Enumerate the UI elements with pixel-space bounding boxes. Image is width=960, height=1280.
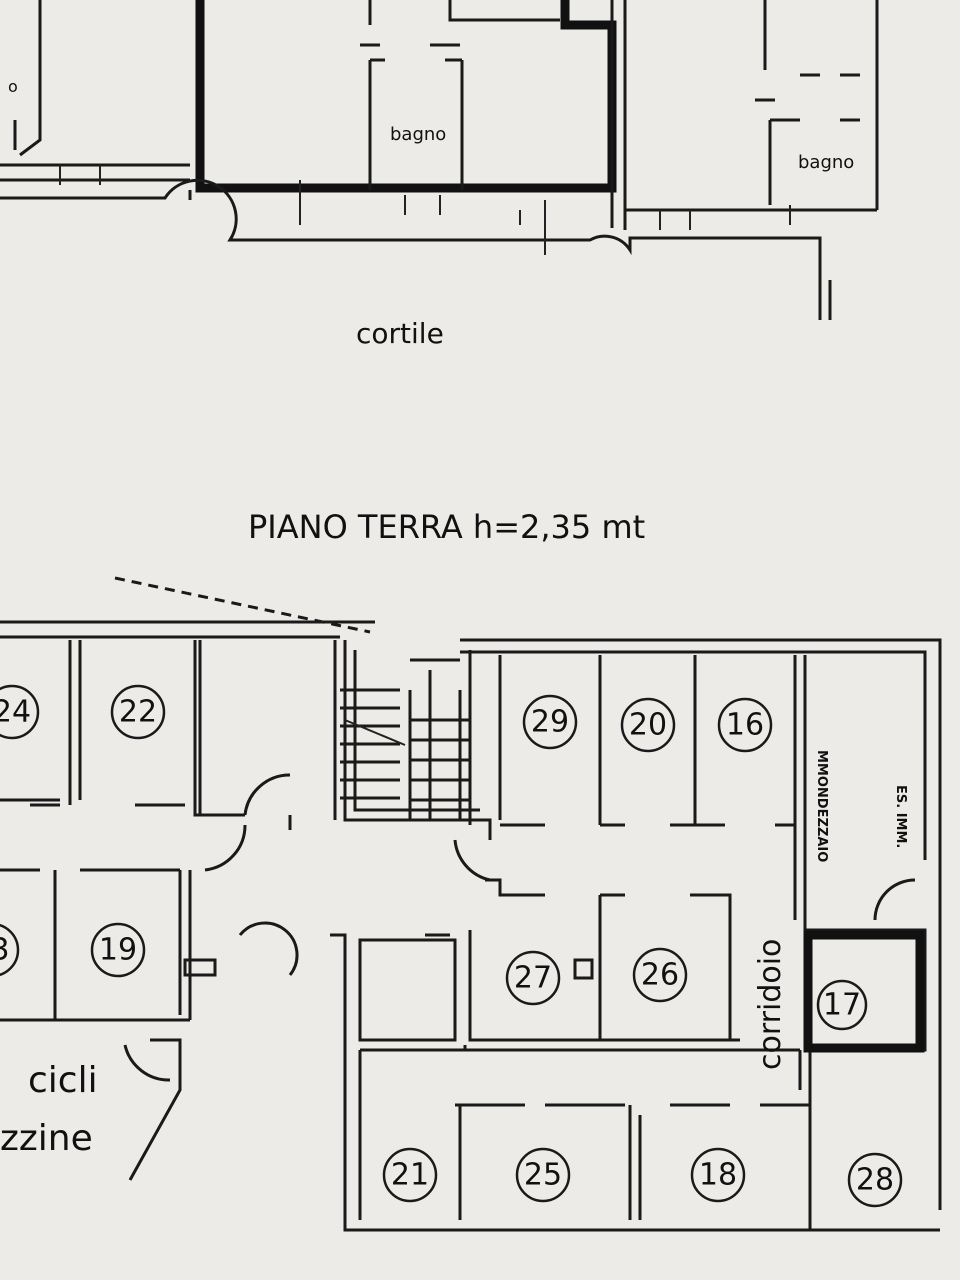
svg-text:3: 3: [0, 933, 10, 968]
upper-floor-walls: [0, 0, 879, 320]
svg-text:16: 16: [726, 708, 764, 743]
partial-room-label: o: [8, 77, 18, 96]
doors: [123, 773, 916, 1181]
waste-room-label: MMONDEZZAIO: [814, 750, 829, 862]
unit-27: 27: [505, 950, 561, 1006]
corridor-label: corridoio: [753, 939, 788, 1070]
svg-text:19: 19: [99, 933, 137, 968]
room-label-bagno: bagno: [798, 152, 854, 173]
room-label-bagno: bagno: [390, 124, 446, 145]
unit-18: 18: [690, 1147, 746, 1203]
svg-text:22: 22: [119, 695, 157, 730]
unit-20: 20: [620, 697, 676, 753]
unit-16: 16: [717, 697, 773, 753]
svg-text:26: 26: [641, 958, 679, 993]
svg-text:24: 24: [0, 695, 31, 730]
svg-text:28: 28: [856, 1163, 894, 1198]
unit-26: 26: [632, 947, 688, 1003]
svg-text:17: 17: [823, 988, 861, 1023]
svg-text:29: 29: [531, 705, 569, 740]
svg-text:20: 20: [629, 708, 667, 743]
svg-text:21: 21: [391, 1158, 429, 1193]
storage-label: zzine: [0, 1118, 93, 1159]
unit-17: 17: [816, 979, 868, 1031]
courtyard-label: cortile: [356, 317, 444, 350]
unit-22: 22: [110, 684, 166, 740]
unit-24: 24: [0, 684, 40, 740]
unit-25: 25: [515, 1147, 571, 1203]
unit-29: 29: [522, 694, 578, 750]
bike-storage-label: cicli: [28, 1060, 98, 1101]
svg-text:18: 18: [699, 1158, 737, 1193]
es-imm-label: ES. IMM.: [893, 785, 908, 848]
unit-19: 19: [90, 922, 146, 978]
unit-28: 28: [847, 1152, 903, 1208]
unit-21: 21: [382, 1147, 438, 1203]
svg-text:25: 25: [524, 1158, 562, 1193]
page-title: PIANO TERRA h=2,35 mt: [248, 508, 645, 546]
ground-floor-walls: [0, 576, 942, 1232]
stairs: [340, 658, 470, 820]
unit-3: 3: [0, 923, 20, 977]
svg-text:27: 27: [514, 961, 552, 996]
